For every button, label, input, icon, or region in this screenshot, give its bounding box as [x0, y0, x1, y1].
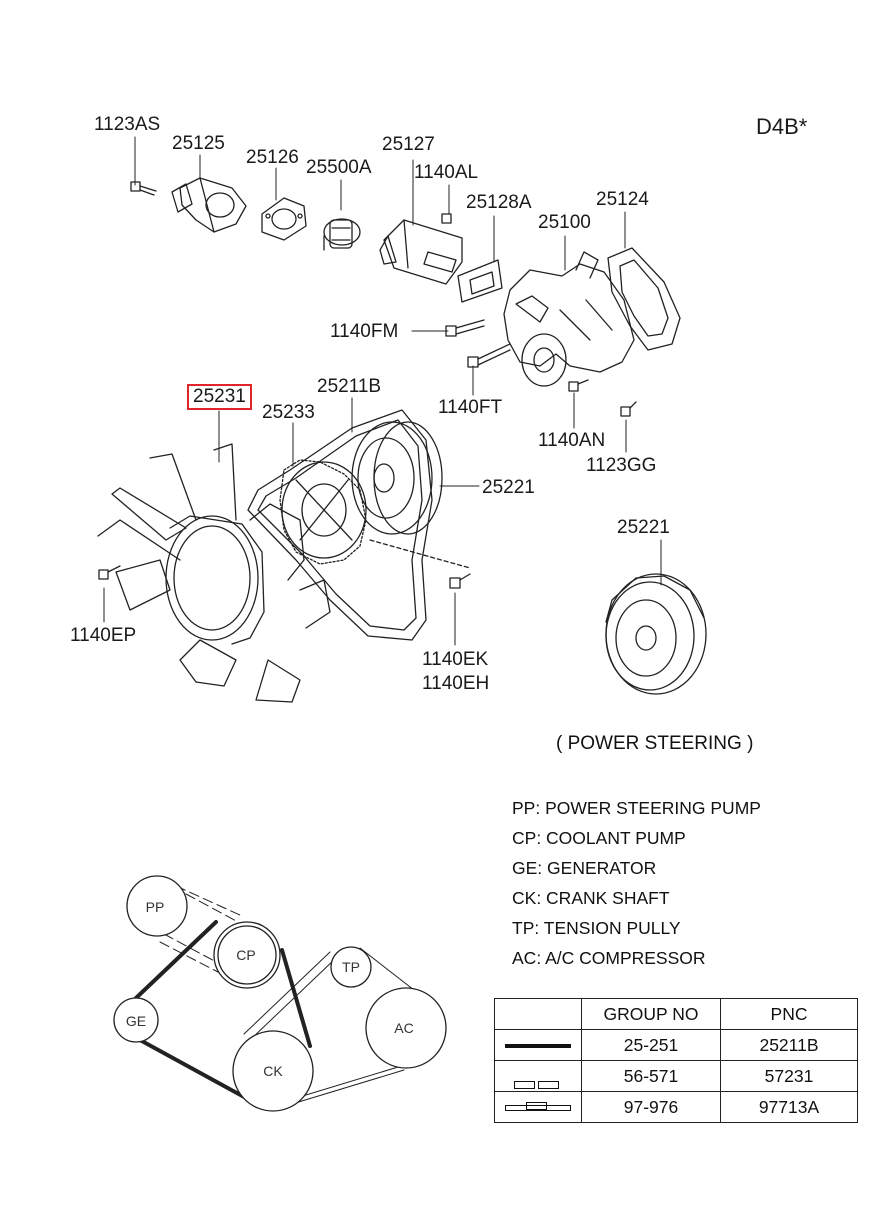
legend-row: TP: TENSION PULLY — [512, 918, 681, 938]
pnc-link[interactable]: 57231 — [720, 1060, 858, 1092]
part-label-25124[interactable]: 25124 — [596, 189, 649, 210]
pulley-label-pp: PP — [145, 899, 165, 915]
gasket-25126-icon — [261, 197, 307, 241]
part-label-1140fm[interactable]: 1140FM — [330, 321, 399, 342]
fan-clutch-25233-icon — [279, 459, 367, 565]
open-line-icon — [505, 1104, 571, 1111]
pulley-ac-icon — [365, 987, 447, 1069]
table-row[interactable]: 25-251 25211B — [494, 1029, 858, 1061]
bolt-1123as-icon — [130, 181, 157, 196]
part-label-25211b[interactable]: 25211B — [317, 376, 382, 397]
part-label-1140ft[interactable]: 1140FT — [438, 397, 503, 418]
part-label-25127[interactable]: 25127 — [382, 134, 435, 155]
pnc-link[interactable]: 25211B — [720, 1029, 858, 1061]
part-label-25126[interactable]: 25126 — [246, 147, 299, 168]
table-row[interactable]: 97-976 97713A — [494, 1091, 858, 1123]
pulley-label-cp: CP — [236, 947, 256, 963]
part-label-1140ep[interactable]: 1140EP — [70, 625, 137, 646]
pulley-ge-icon — [113, 997, 159, 1043]
abbreviation-legend: PP: POWER STEERING PUMP CP: COOLANT PUMP… — [512, 798, 761, 978]
bolt-1140ep-icon — [98, 565, 121, 580]
part-label-25231[interactable]: 25231 — [187, 384, 252, 410]
bolt-1140ek-icon — [449, 573, 471, 589]
water-inlet-fitting-25125-icon — [171, 177, 247, 233]
cooling-fan-25231-icon — [97, 443, 331, 703]
gasket-25124-icon — [607, 247, 681, 351]
part-label-1140ek[interactable]: 1140EK — [422, 649, 489, 670]
table-header-line — [494, 998, 582, 1030]
leader-lines — [103, 136, 662, 646]
dashed-line-icon — [504, 1073, 572, 1110]
thermostat-25500a-icon — [323, 218, 361, 251]
pulley-label-ck: CK — [263, 1063, 283, 1079]
part-label-25233[interactable]: 25233 — [262, 402, 315, 423]
bolt-1140an-icon — [568, 379, 589, 392]
bolt-1123gg-icon — [620, 401, 637, 417]
engine-code: D4B* — [756, 114, 808, 139]
legend-row: GE: GENERATOR — [512, 858, 657, 878]
bolt-1140fm-icon — [445, 319, 485, 337]
drive-belt-25211b-icon — [247, 409, 471, 641]
table-header-row: GROUP NO PNC — [494, 998, 858, 1030]
bolt-1140al-icon — [441, 213, 452, 224]
part-label-25221-power-steering[interactable]: 25221 — [617, 517, 670, 538]
part-label-25100[interactable]: 25100 — [538, 212, 591, 233]
solid-line-icon — [505, 1043, 571, 1048]
table-header-pnc: PNC — [720, 998, 858, 1030]
table-row[interactable]: 56-571 57231 — [494, 1060, 858, 1110]
housing-25127-icon — [379, 219, 463, 285]
legend-row: CK: CRANK SHAFT — [512, 888, 670, 908]
pulley-cp-icon — [213, 921, 281, 989]
belt-group-table: GROUP NO PNC 25-251 25211B 56-571 57231 … — [494, 998, 858, 1123]
water-pump-25100-icon — [503, 251, 635, 387]
table-header-group: GROUP NO — [581, 998, 721, 1030]
pulley-25221-icon — [351, 421, 443, 535]
part-label-1140an[interactable]: 1140AN — [538, 430, 606, 451]
legend-row: AC: A/C COMPRESSOR — [512, 948, 706, 968]
legend-row: CP: COOLANT PUMP — [512, 828, 686, 848]
power-steering-pulley-25221-icon — [605, 573, 707, 695]
pulley-tp-icon — [330, 946, 372, 988]
legend-row: PP: POWER STEERING PUMP — [512, 798, 761, 818]
part-label-1140al[interactable]: 1140AL — [414, 162, 479, 183]
gasket-25128a-icon — [457, 259, 503, 303]
pulley-pp-icon — [126, 875, 188, 937]
pnc-link[interactable]: 97713A — [720, 1091, 858, 1123]
pulley-label-ge: GE — [125, 1013, 147, 1029]
power-steering-caption: ( POWER STEERING ) — [556, 733, 754, 754]
part-label-25500a[interactable]: 25500A — [306, 157, 372, 178]
belt-routing-schematic — [113, 875, 447, 1112]
part-label-25125[interactable]: 25125 — [172, 133, 225, 154]
pulley-label-tp: TP — [342, 959, 360, 975]
bolt-1140ft-icon — [467, 343, 511, 368]
part-label-25221[interactable]: 25221 — [482, 477, 535, 498]
pulley-ck-icon — [232, 1030, 314, 1112]
part-label-1140eh[interactable]: 1140EH — [422, 673, 490, 694]
part-label-1123gg[interactable]: 1123GG — [586, 455, 657, 476]
pulley-label-ac: AC — [394, 1020, 414, 1036]
part-label-25128a[interactable]: 25128A — [466, 192, 532, 213]
part-label-1123as[interactable]: 1123AS — [94, 114, 161, 135]
